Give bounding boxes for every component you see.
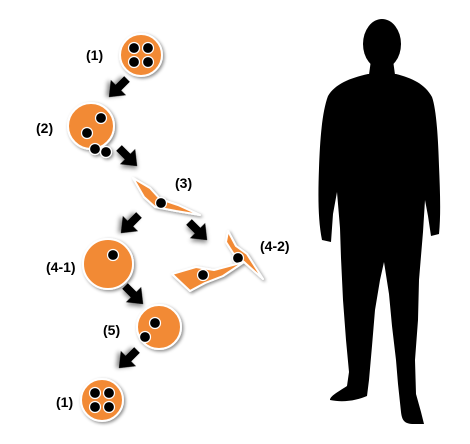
- nucleus: [127, 55, 141, 69]
- nucleus: [141, 55, 155, 69]
- stage-label-4-1: (4-1): [46, 259, 76, 275]
- stage-label-3: (3): [175, 175, 192, 191]
- nucleus: [127, 41, 141, 55]
- cell-stage-4-2: [171, 230, 264, 292]
- nucleus: [80, 126, 94, 140]
- nucleus: [141, 41, 155, 55]
- nucleus: [102, 400, 116, 414]
- cell-stage-4-1: [82, 238, 134, 290]
- arrow-icon: [108, 76, 130, 98]
- nucleus: [102, 386, 116, 400]
- cell-body: [225, 230, 264, 280]
- cell-body: [119, 33, 163, 77]
- stage-label-5: (5): [103, 322, 120, 338]
- arrow-icon: [118, 347, 140, 369]
- cell-body: [82, 238, 134, 290]
- cell-stage-2: [67, 102, 115, 159]
- cell-body: [132, 177, 201, 216]
- nucleus: [88, 142, 102, 156]
- arrow-icon: [116, 145, 138, 167]
- nucleus: [88, 400, 102, 414]
- stage-label-4-2: (4-2): [260, 238, 290, 254]
- arrow-icon: [186, 219, 208, 241]
- stage-label-1-repeat: (1): [56, 394, 73, 410]
- cell-stage-5: [136, 304, 182, 350]
- stage-label-2: (2): [36, 120, 53, 136]
- cell-stage-3: [132, 177, 201, 216]
- nucleus: [154, 196, 168, 210]
- silhouette-head: [363, 19, 401, 69]
- arrow-icon: [122, 283, 144, 305]
- nucleus: [106, 248, 120, 262]
- nucleus: [138, 330, 152, 344]
- nucleus: [148, 316, 162, 330]
- person-silhouette-icon: [318, 19, 441, 424]
- stage-label-1: (1): [86, 47, 103, 63]
- cell-body: [80, 378, 124, 422]
- cell-stage-1: [119, 33, 163, 77]
- nucleus: [196, 268, 210, 282]
- nucleus: [88, 386, 102, 400]
- cell-body: [67, 102, 115, 150]
- cell-stage-1-repeat: [80, 378, 124, 422]
- nucleus: [94, 111, 108, 125]
- nucleus: [99, 145, 113, 159]
- silhouette-body: [318, 74, 441, 424]
- arrow-icon: [120, 212, 142, 234]
